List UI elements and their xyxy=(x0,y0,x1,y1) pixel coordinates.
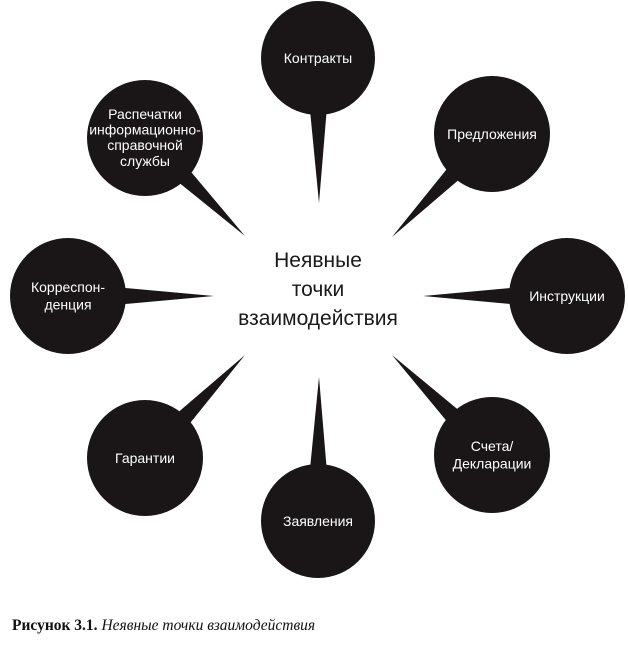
bubble-label-correspondence: Корреспон-денция xyxy=(31,279,105,313)
bubble-label-invoices: Счета/Декларации xyxy=(453,438,532,472)
bubble-circle-instructions xyxy=(509,238,625,354)
bubble-tail-statements xyxy=(309,377,328,477)
bubble-label-contracts: Контракты xyxy=(284,50,352,66)
bubble-tail-contracts xyxy=(309,102,328,203)
bubble-tail-proposals xyxy=(392,160,467,237)
bubbles-layer: КонтрактыПредложенияИнструкцииСчета/Декл… xyxy=(10,1,625,578)
bubble-instructions: Инструкции xyxy=(423,238,625,354)
bubble-circle-invoices xyxy=(434,397,550,513)
bubble-correspondence: Корреспон-денция xyxy=(10,238,214,354)
bubble-circle-contracts xyxy=(261,1,375,115)
bubble-label-statements: Заявления xyxy=(283,513,353,529)
bubble-tail-invoices xyxy=(392,355,466,429)
bubble-guarantees: Гарантии xyxy=(87,355,245,516)
bubble-contracts: Контракты xyxy=(261,1,375,203)
bubble-tail-printouts xyxy=(171,163,245,236)
bubble-proposals: Предложения xyxy=(392,76,550,237)
bubble-label-guarantees: Гарантии xyxy=(115,450,175,466)
bubble-tail-correspondence xyxy=(114,287,214,305)
bubble-circle-printouts xyxy=(87,80,203,196)
bubble-circle-statements xyxy=(261,464,375,578)
bubble-tail-instructions xyxy=(423,287,521,305)
figure-caption: Рисунок 3.1. Неявные точки взаимодействи… xyxy=(12,617,315,635)
bubble-label-proposals: Предложения xyxy=(447,126,537,142)
diagram-canvas: КонтрактыПредложенияИнструкцииСчета/Декл… xyxy=(10,1,625,578)
bubble-circle-correspondence xyxy=(10,238,126,354)
bubble-tail-guarantees xyxy=(170,355,245,432)
bubble-circle-proposals xyxy=(434,76,550,192)
bubble-circle-guarantees xyxy=(87,400,203,516)
bubble-label-instructions: Инструкции xyxy=(529,288,605,304)
bubble-invoices: Счета/Декларации xyxy=(392,355,550,513)
caption-text: Неявные точки взаимодействия xyxy=(101,617,316,634)
caption-label: Рисунок 3.1. xyxy=(12,617,98,634)
bubble-statements: Заявления xyxy=(261,377,375,578)
